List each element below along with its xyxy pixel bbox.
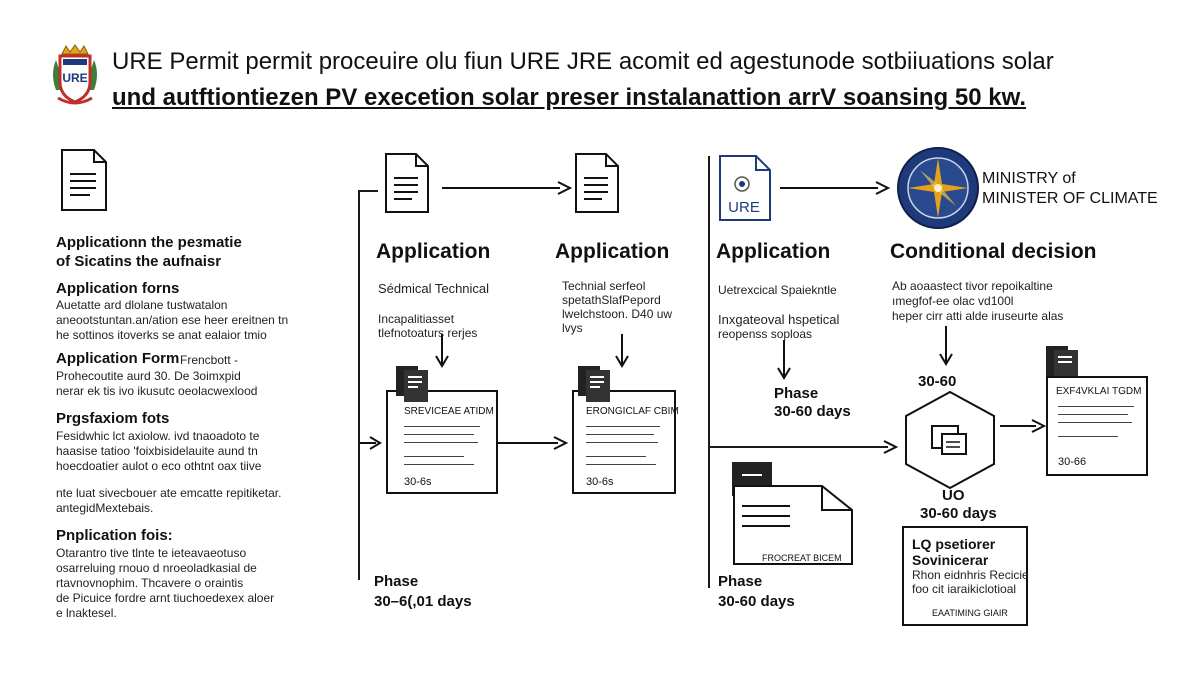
column-line: Technial serfeol — [562, 279, 646, 293]
arrow-right-icon — [1000, 419, 1047, 433]
column-line: lwelchstoon. D40 uw — [562, 307, 673, 321]
phase-days: 30-60 days — [774, 403, 851, 420]
column-line: Ab aoaastect tivor repoikaltine — [892, 279, 1053, 293]
page-title: URE Permit permit proceuire olu fiun URE… — [112, 48, 1054, 75]
left-section-line: Auetatte ard dlolane tustwatalon — [56, 298, 228, 312]
column-heading: Conditional decision — [890, 240, 1097, 263]
form-icon — [396, 366, 428, 402]
arrow-down-icon — [777, 340, 791, 380]
arrow-down-icon — [435, 334, 449, 368]
column-heading: Application — [376, 240, 491, 263]
left-section-line: de Picuice fordre arnt tiuchoedexex aloe… — [56, 591, 275, 605]
left-section-line: haasise tatioo 'foixbisidelauite aund tn — [56, 444, 258, 458]
phase-label: Phase — [374, 573, 419, 590]
left-section-line: osarreluing rnouo d nroeoladkasial de — [56, 561, 257, 575]
phase-days: 30-60 days — [718, 593, 795, 610]
column-line: tlefnotoaturs rerjes — [378, 326, 478, 340]
divider-line — [708, 156, 710, 588]
left-section-line: rtavnovnophim. Thcavere o oraintis — [56, 576, 244, 590]
left-section-line: Otarantro tive tlnte te ieteavaeotuso — [56, 546, 247, 560]
uo-days: 30-60 days — [920, 505, 997, 522]
column-line: spetathSlafPepord — [562, 293, 661, 307]
phase-label: Phase — [774, 385, 819, 402]
form-document-footer: 30-6s — [404, 476, 432, 488]
left-section-title: Application forns — [56, 280, 180, 297]
left-section-line: nerar ek tis ivo ikusutc oeolacwexlood — [56, 384, 258, 398]
arrow-right-icon — [498, 436, 569, 450]
left-section-line: e lnaktesel. — [56, 606, 117, 620]
hexagon-icon — [905, 390, 995, 490]
column-heading: Application — [716, 240, 831, 263]
left-section-title: Pnplication fois: — [56, 527, 173, 544]
connector-line — [708, 446, 888, 448]
form-document-title: ERONGICLAF CBIM — [586, 406, 679, 417]
result-box-line: Rhon eidnhris Recicie — [912, 568, 1029, 582]
divider-line — [358, 190, 360, 580]
arrow-right-icon — [442, 181, 573, 195]
left-heading: Applicationn the peзmatie — [56, 234, 242, 251]
left-section-title: Prgsfaxiom fots — [56, 410, 170, 427]
document-icon — [575, 153, 619, 213]
column-heading: Application — [555, 240, 670, 263]
column-line: Incapalitiasset — [378, 312, 455, 326]
final-document-footer: 30-66 — [1058, 456, 1087, 468]
column-label: Sédmical Technical — [378, 281, 490, 296]
column-line: ımegfof-ee olac vd100l — [892, 294, 1014, 308]
phase-label: Phase — [718, 573, 763, 590]
form-document-title: SREVICEAE ATIDM — [404, 406, 494, 417]
uo-label: UO — [942, 487, 965, 504]
form-icon — [578, 366, 610, 402]
left-section-line: hoecdoatier aulot o eco othtnt oax tiive — [56, 459, 262, 473]
arrow-right-icon — [780, 181, 891, 195]
left-section-line: Prohecoutite aurd 30. De 3oimxpid — [56, 369, 241, 383]
left-subheading: of Sicatins the aufnaisr — [56, 253, 222, 270]
result-box-line: LQ psetiorer — [912, 536, 996, 552]
form-document: ERONGICLAF CBIM 30-6s — [572, 390, 679, 494]
final-document: EXF4VKLAI TGDM 30-66 — [1046, 376, 1148, 476]
envelope-icon — [732, 462, 853, 565]
svg-text:URE: URE — [728, 199, 760, 216]
result-box-footer: EAATIMING GIAIR — [932, 608, 1008, 618]
left-section-title-extra: Frencbott - — [180, 353, 239, 367]
ministry-seal-icon — [897, 147, 979, 229]
document-icon — [385, 153, 429, 213]
phase-days: 30–6(,01 days — [374, 593, 472, 610]
left-section-line: aneootstuntan.an/ation ese heer ereitnen… — [56, 313, 289, 327]
result-box: LQ psetiorer Sovinicerar Rhon eidnhris R… — [902, 526, 1029, 626]
hexagon-value: 30-60 — [918, 373, 957, 390]
ure-document-icon: URE — [719, 155, 771, 221]
column-label: Uetrexcical Spaiekntle — [718, 283, 837, 297]
logo-crest-icon: URE — [53, 44, 97, 105]
ministry-line2: MINISTER OF CLIMATE — [982, 190, 1158, 207]
arrow-down-icon — [615, 334, 629, 368]
envelope-label: FROCREAT BICEM — [762, 553, 842, 563]
result-box-line: foo cit iaraikiclotioal — [912, 582, 1017, 596]
form-document: SREVICEAE ATIDM 30-6s — [386, 390, 498, 494]
left-section-line: Fesidwhic lct axiolow. ivd tnaoadoto te — [56, 429, 260, 443]
result-box-line: Sovinicerar — [912, 552, 989, 568]
column-line: Inxgateoval hspetical — [718, 312, 840, 327]
left-section-line: nte luat sivecbouer ate emcatte repitike… — [56, 486, 282, 500]
column-line: reopenss soploas — [718, 327, 813, 341]
ministry-line1: MINISTRY of — [982, 170, 1076, 187]
arrow-right-icon — [883, 440, 899, 454]
column-line: heper cirr atti alde iruseurte alas — [892, 309, 1064, 323]
connector-line — [358, 190, 378, 192]
document-icon — [61, 149, 107, 211]
arrow-right-icon — [360, 436, 382, 450]
arrow-down-icon — [939, 326, 953, 366]
left-section-line: he sottinos itoverks se anat ealaior tmi… — [56, 328, 267, 342]
form-document-footer: 30-6s — [586, 476, 614, 488]
left-section-line: antegidMextebais. — [56, 501, 154, 515]
header-logo: URE — [48, 44, 102, 108]
svg-text:URE: URE — [62, 71, 87, 85]
page-subtitle: und autftiontiezen PV execetion solar pr… — [112, 84, 1027, 111]
column-line: lvys — [562, 321, 583, 335]
final-document-title: EXF4VKLAI TGDM — [1056, 386, 1142, 397]
left-section-title: Application Form — [56, 350, 180, 367]
